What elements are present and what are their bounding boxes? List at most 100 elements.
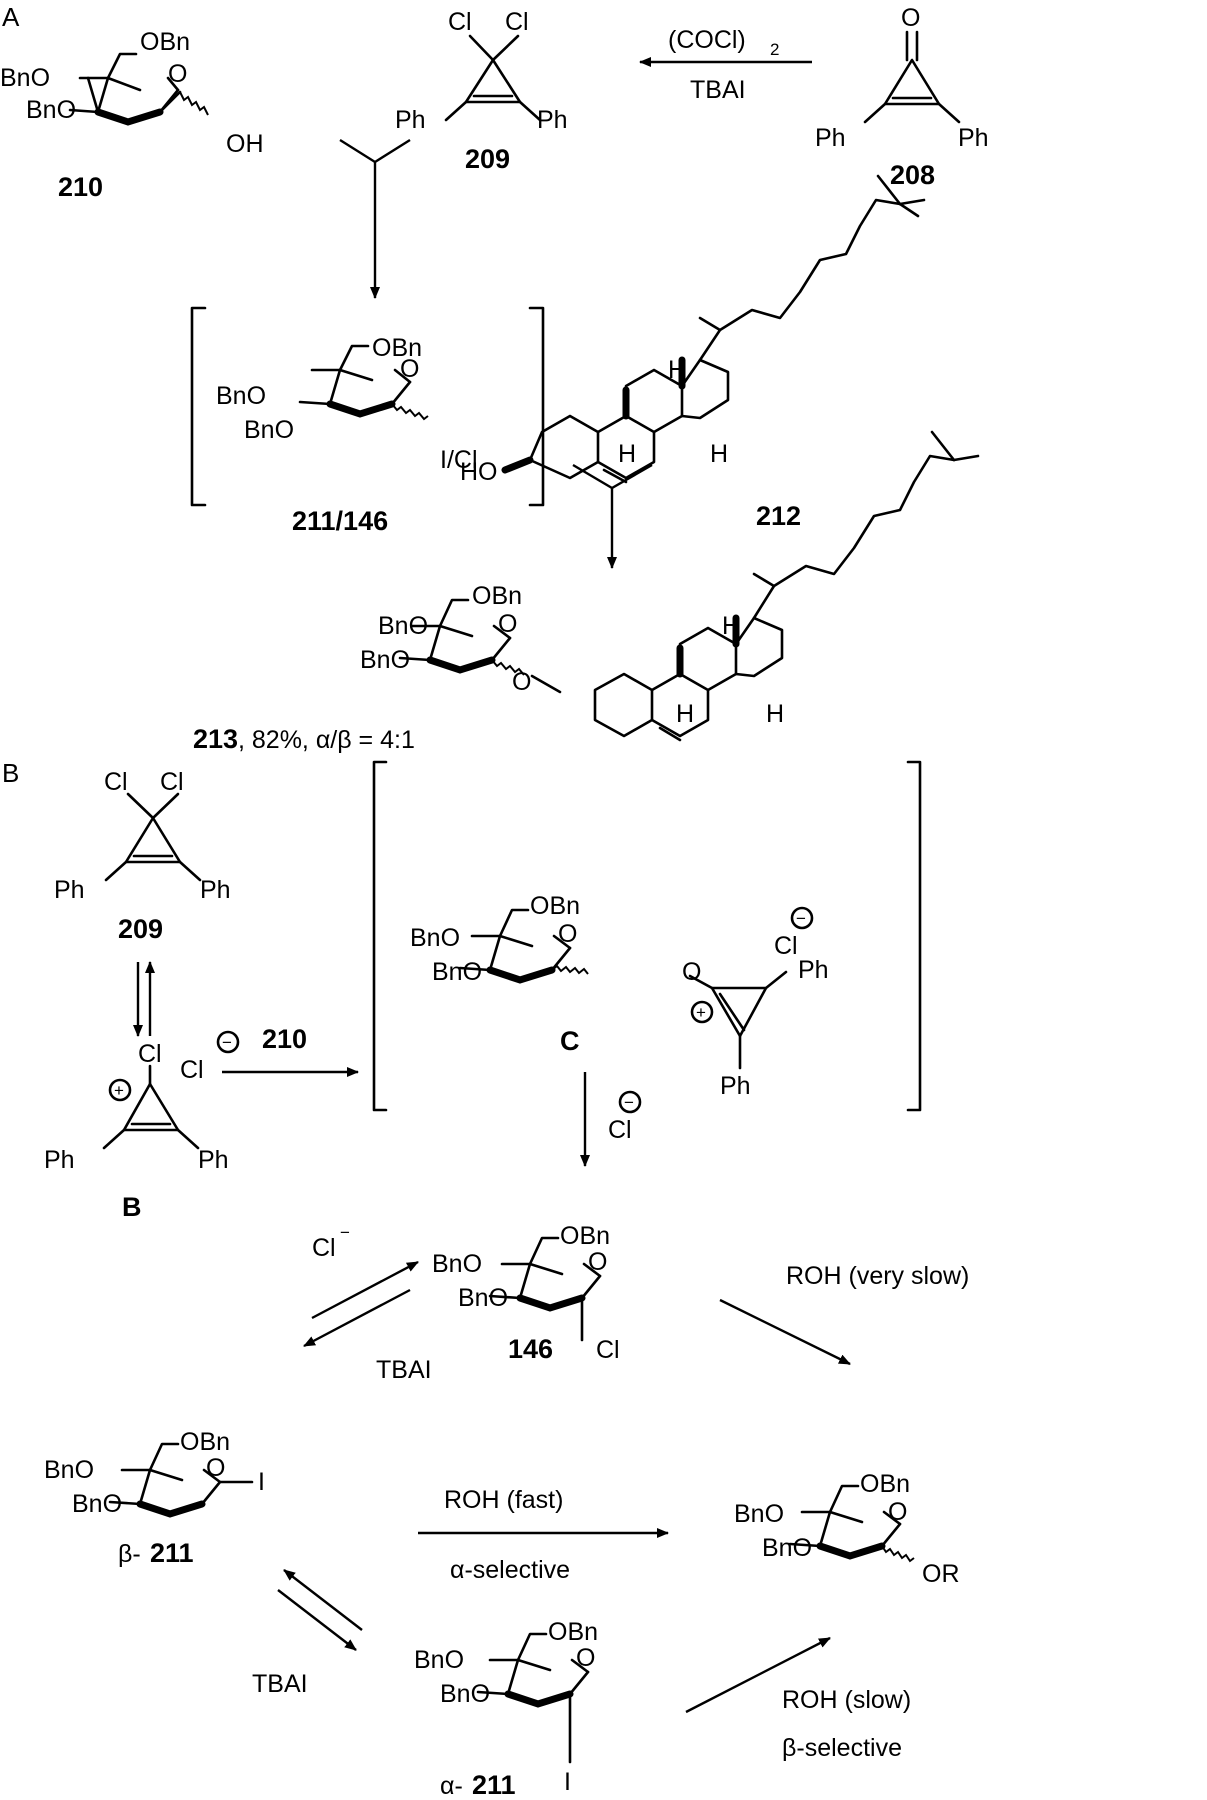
reagent-tbai: TBAI <box>690 76 746 104</box>
chlorine-label: Cl <box>448 8 472 36</box>
phenyl-label: Ph <box>958 124 989 152</box>
phenyl-label: Ph <box>44 1146 75 1174</box>
hydrogen-label: H <box>618 440 636 468</box>
chloride-label: Cl <box>608 1116 632 1144</box>
reagent-roh-very-slow: ROH (very slow) <box>786 1262 969 1290</box>
yield-selectivity: , 82%, α/β = 4:1 <box>238 726 415 754</box>
ring-oxygen: O <box>558 920 577 948</box>
hydrogen-label: H <box>676 700 694 728</box>
glycosidic-oxygen: O <box>512 668 531 696</box>
compound-number-208: 208 <box>890 160 935 190</box>
hydroxyl-label: OH <box>226 130 264 158</box>
bno-label: BnO <box>414 1646 464 1674</box>
hydrogen-label: H <box>722 612 740 640</box>
compound-209-b: Cl Cl Ph Ph 209 <box>54 768 231 944</box>
compound-209: Cl Cl Ph Ph 209 <box>395 8 568 174</box>
arrow-146-to-product <box>719 1298 851 1366</box>
intermediate-c: + − OBn BnO BnO O O Cl Ph Ph C <box>372 760 922 1112</box>
hydrogen-label: H <box>710 440 728 468</box>
compound-number-210: 210 <box>58 172 103 202</box>
ring-oxygen: O <box>498 610 517 638</box>
bno-label: BnO <box>432 958 482 986</box>
bno-label: BnO <box>432 1250 482 1278</box>
panel-label-b: B <box>2 758 19 788</box>
compound-number-213: 213 <box>193 724 238 754</box>
compound-number-211-146: 211/146 <box>292 506 388 536</box>
alpha-prefix: α- <box>440 1772 463 1800</box>
compound-208: O Ph Ph 208 <box>815 4 989 190</box>
compound-213: BnO BnO OBn O O H H H 213 , 82%, α/β = 4… <box>193 430 980 754</box>
obn-label: OBn <box>140 28 190 56</box>
phenyl-label: Ph <box>720 1072 751 1100</box>
reagent-subscript: 2 <box>770 40 779 59</box>
phenyl-label: Ph <box>395 106 426 134</box>
phenyl-label: Ph <box>537 106 568 134</box>
chloride-label: Cl <box>180 1056 204 1084</box>
anion-charge: − <box>222 1033 232 1052</box>
reagent-roh-slow: ROH (slow) <box>782 1686 911 1714</box>
phenyl-label: Ph <box>198 1146 229 1174</box>
beta-prefix: β- <box>118 1540 141 1568</box>
bno-label: BnO <box>440 1680 490 1708</box>
bno-label: BnO <box>244 416 294 444</box>
ketone-oxygen: O <box>901 4 920 32</box>
phenyl-label: Ph <box>200 876 231 904</box>
compound-product: OBn BnO BnO O OR <box>734 1470 960 1588</box>
alkoxy-label: OR <box>922 1560 960 1588</box>
chlorine-label: Cl <box>505 8 529 36</box>
chlorine-label: Cl <box>596 1336 620 1364</box>
compound-number-alpha-211: 211 <box>472 1770 516 1800</box>
obn-label: OBn <box>530 892 580 920</box>
anion-charge: − <box>624 1093 634 1112</box>
intermediate-b: + − Cl Cl Ph Ph B <box>44 1030 240 1222</box>
panel-label-a: A <box>2 2 20 32</box>
compound-210: OBn BnO BnO O OH 210 <box>0 28 264 202</box>
reagent-tbai: TBAI <box>252 1670 308 1698</box>
reagent-alpha-selective: α-selective <box>450 1556 570 1584</box>
cation-charge: + <box>696 1003 706 1022</box>
iodine-label: I <box>564 1768 571 1796</box>
iodine-label: I <box>258 1468 265 1496</box>
bno-label: BnO <box>458 1284 508 1312</box>
compound-beta-211: OBn BnO BnO O I β- 211 <box>44 1428 265 1568</box>
intermediate-label-b: B <box>122 1192 142 1222</box>
phenyl-label: Ph <box>54 876 85 904</box>
hydrogen-label: H <box>766 700 784 728</box>
compound-number-146: 146 <box>508 1334 553 1364</box>
chlorine-label: Cl <box>160 768 184 796</box>
compound-number-209: 209 <box>465 144 510 174</box>
bno-label: BnO <box>378 612 428 640</box>
ring-oxygen: O <box>888 1498 907 1526</box>
chlorine-label: Cl <box>104 768 128 796</box>
obn-label: OBn <box>560 1222 610 1250</box>
obn-label: OBn <box>548 1618 598 1646</box>
anion-charge: − <box>796 909 806 928</box>
chlorine-label: Cl <box>138 1040 162 1068</box>
compound-alpha-211: OBn BnO BnO O I α- 211 <box>414 1618 598 1800</box>
bno-label: BnO <box>0 64 50 92</box>
hydroxyl-label: HO <box>460 458 498 486</box>
ring-oxygen: O <box>588 1248 607 1276</box>
glycosidic-oxygen: O <box>682 958 701 986</box>
bno-label: BnO <box>216 382 266 410</box>
reagent-roh-fast: ROH (fast) <box>444 1486 563 1514</box>
bno-label: BnO <box>410 924 460 952</box>
ring-oxygen: O <box>576 1644 595 1672</box>
phenyl-label: Ph <box>798 956 829 984</box>
obn-label: OBn <box>472 582 522 610</box>
bno-label: BnO <box>44 1456 94 1484</box>
bno-label: BnO <box>762 1534 812 1562</box>
cation-charge: + <box>114 1081 124 1100</box>
obn-label: OBn <box>860 1470 910 1498</box>
chloride-label: Cl <box>774 932 798 960</box>
bno-label: BnO <box>26 96 76 124</box>
arrow-alpha-211-to-product <box>685 1636 831 1714</box>
bno-label: BnO <box>72 1490 122 1518</box>
obn-label: OBn <box>372 334 422 362</box>
compound-number-beta-211: 211 <box>150 1538 194 1568</box>
compound-number-212: 212 <box>756 501 801 531</box>
compound-146: OBn BnO BnO O Cl 146 <box>432 1222 620 1364</box>
chloride-label: Cl <box>312 1234 336 1262</box>
ring-oxygen: O <box>206 1454 225 1482</box>
